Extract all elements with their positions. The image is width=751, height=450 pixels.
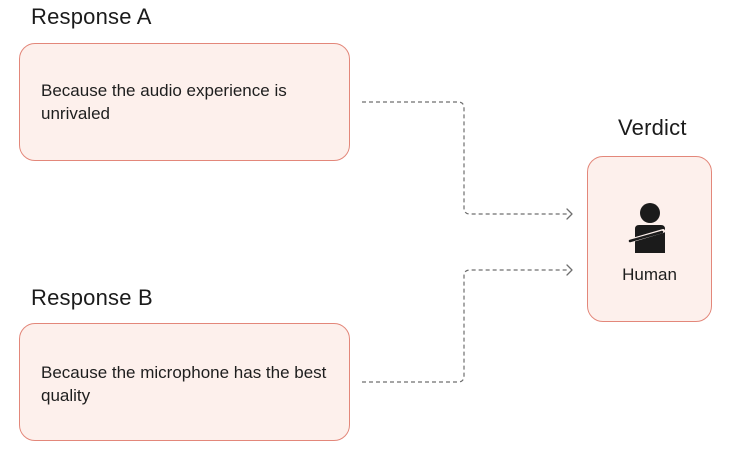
response-a-heading: Response A [31,4,152,29]
response-a-card: Because the audio experience is unrivale… [19,43,350,161]
connector-b-arrow [566,264,573,276]
response-b-card: Because the microphone has the best qual… [19,323,350,441]
connector-b-line [362,269,568,383]
verdict-heading: Verdict [618,115,687,140]
verdict-label: Human [622,265,677,284]
response-a-text: Because the audio experience is unrivale… [41,81,287,123]
connector-a-arrow [566,208,573,220]
verdict-card: Human [587,156,712,322]
human-icon [626,203,665,253]
connector-a-line [362,101,568,215]
response-b-text: Because the microphone has the best qual… [41,363,327,405]
response-b-heading: Response B [31,285,153,310]
